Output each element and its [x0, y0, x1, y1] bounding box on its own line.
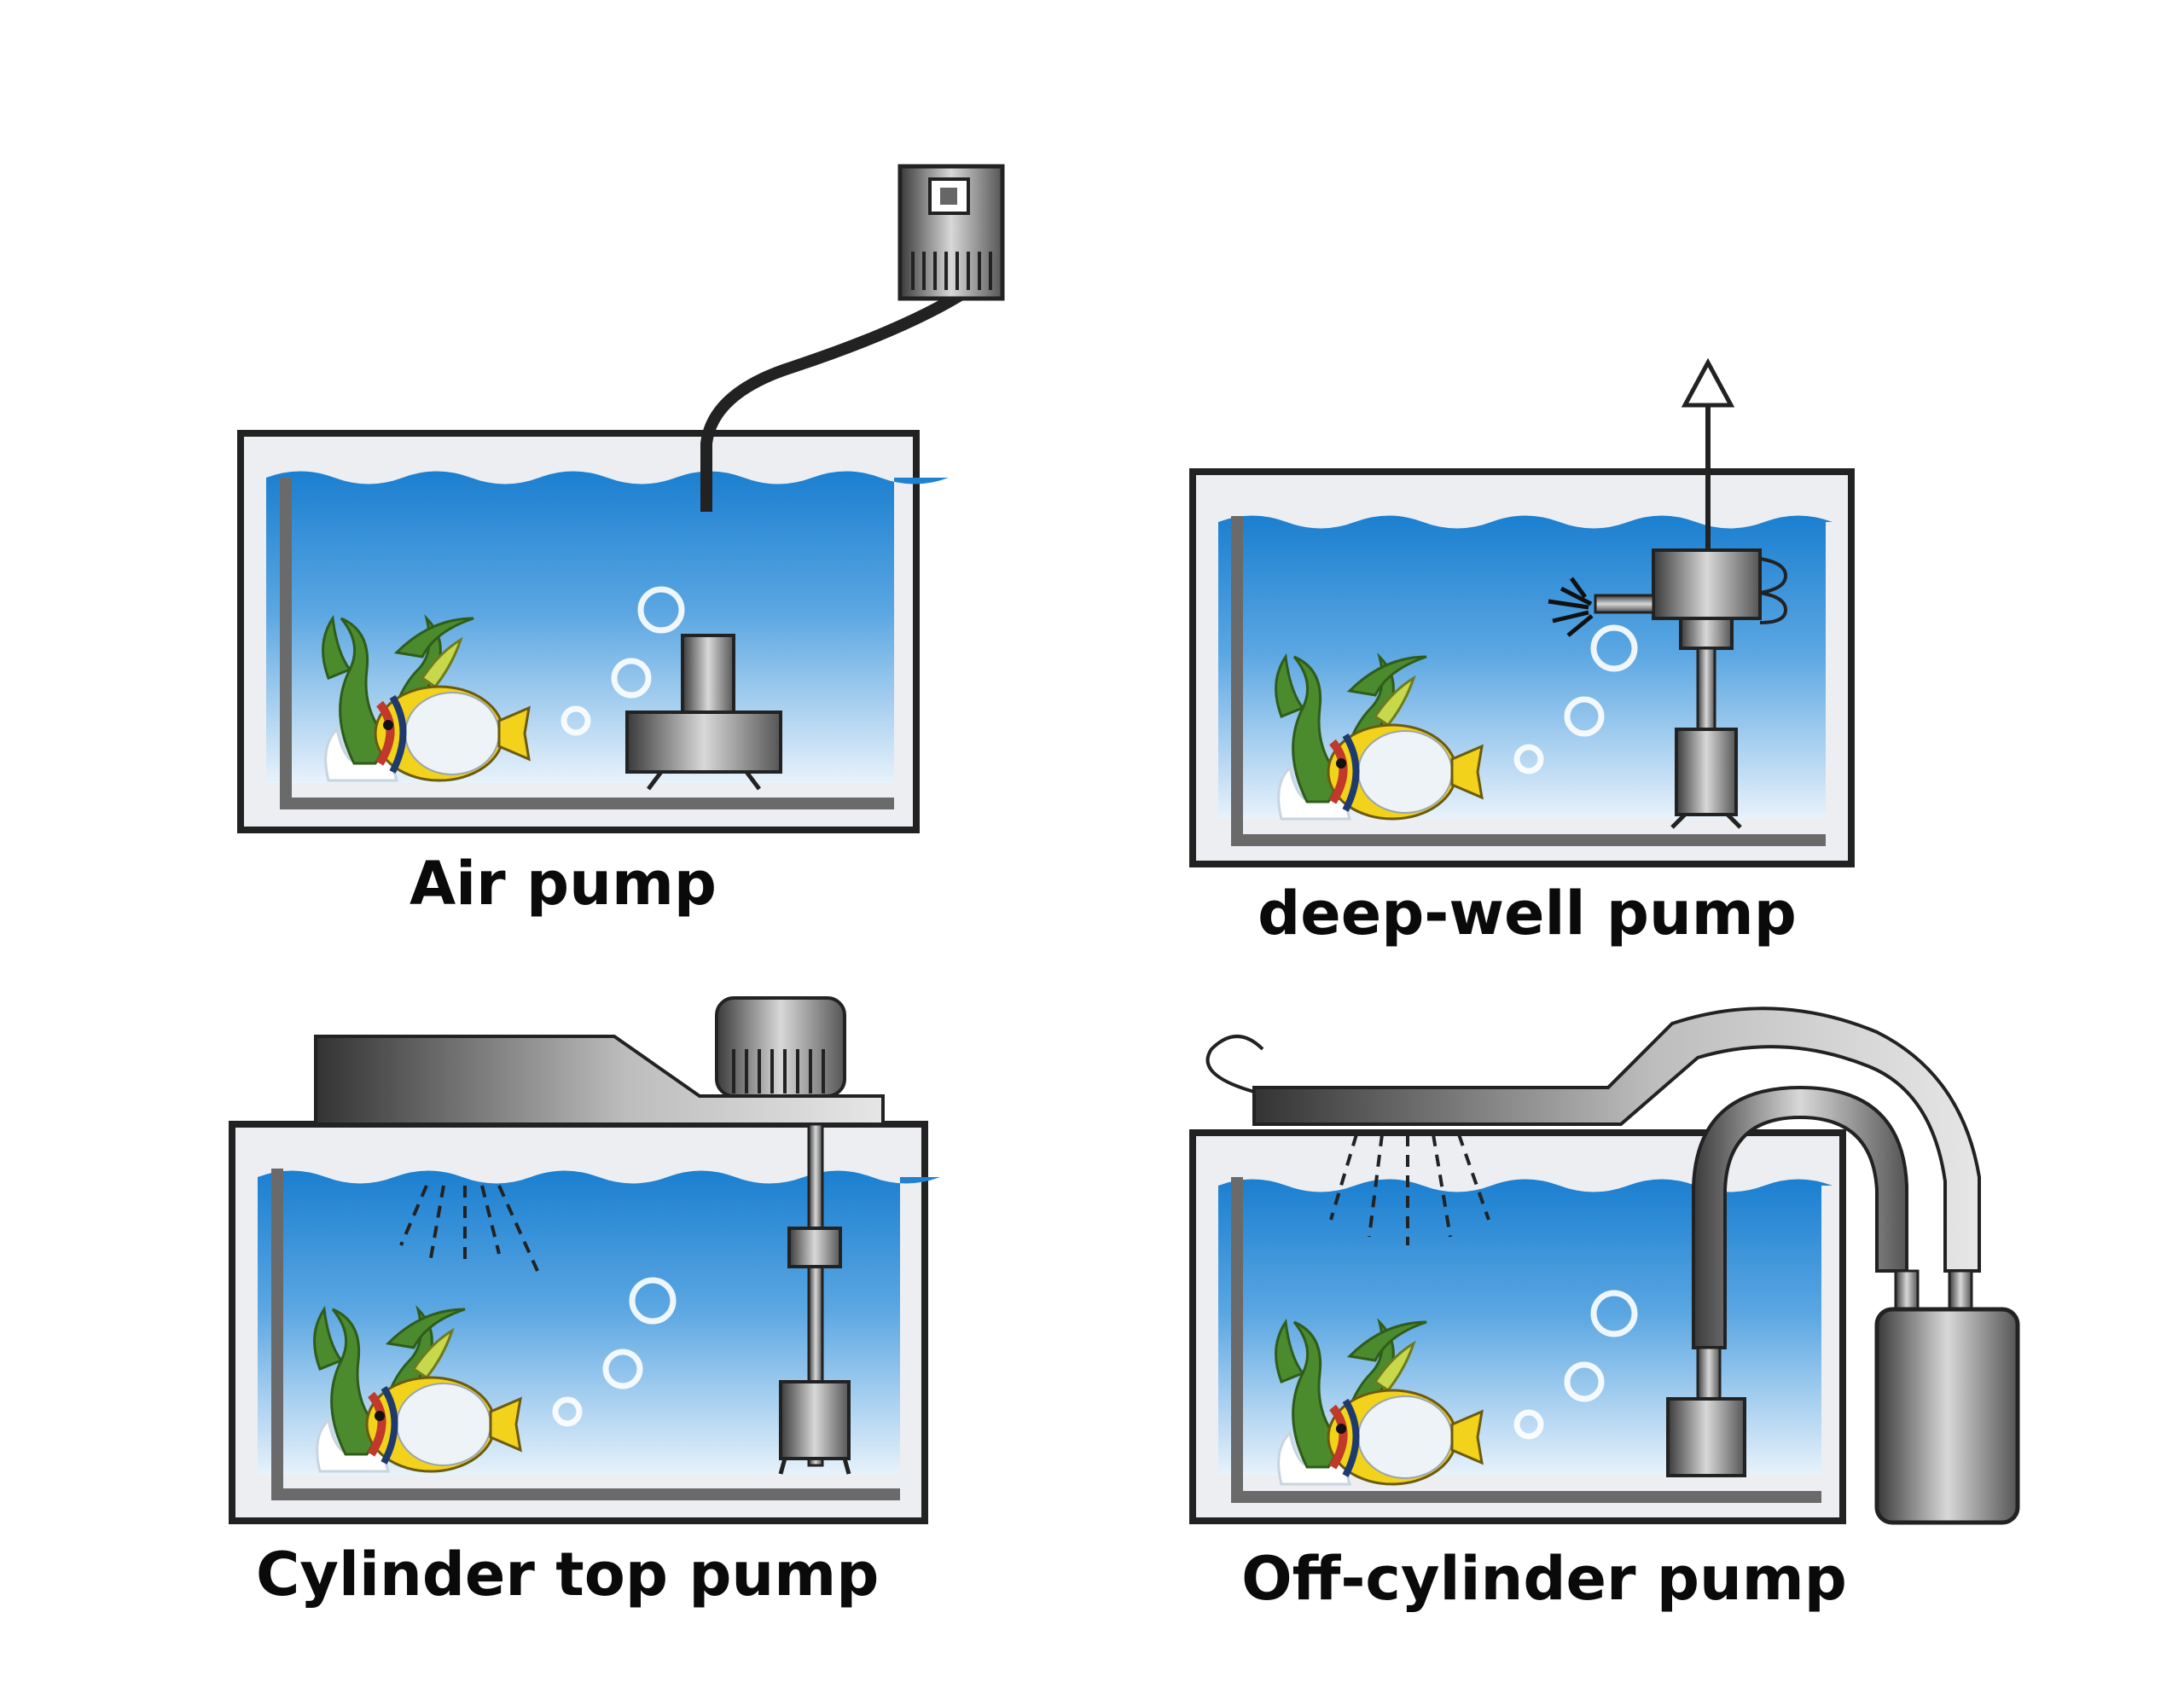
panel-deep-well-pump	[1189, 357, 1855, 867]
intake-strainer	[1666, 1397, 1746, 1477]
intake-pipe	[778, 1122, 851, 1475]
external-canister	[1874, 1269, 2020, 1525]
air-diffuser	[625, 634, 782, 791]
tank-inner-wall	[280, 478, 894, 809]
air-hose	[700, 276, 985, 512]
return-hose	[1252, 1006, 1981, 1273]
intake-stem	[1696, 1346, 1722, 1401]
caption-off-cylinder-pump: Off-cylinder pump	[1241, 1544, 1847, 1614]
caption-air-pump: Air pump	[409, 849, 717, 919]
panel-cylinder-top-pump	[229, 996, 940, 1524]
intake-hose	[1692, 1085, 1908, 1349]
caption-cylinder-top-pump: Cylinder top pump	[256, 1540, 880, 1610]
air-pump-unit	[897, 164, 1005, 301]
panel-off-cylinder-pump	[1189, 1006, 2020, 1525]
caption-deep-well-pump: deep-well pump	[1258, 879, 1797, 948]
top-pump-motor	[715, 996, 846, 1098]
panel-air-pump	[237, 164, 1005, 833]
cable	[1205, 1035, 1264, 1093]
spray-icon	[399, 1185, 539, 1272]
top-filter-box	[314, 1035, 885, 1126]
spray-icon	[1548, 577, 1594, 637]
arrow-up-icon	[1681, 357, 1735, 408]
tank-inner-wall	[1231, 1177, 1821, 1503]
tank-inner-wall	[271, 1169, 900, 1500]
tank-inner-wall	[1231, 516, 1826, 846]
spray-icon	[1329, 1134, 1490, 1245]
deep-well-pump-unit	[1548, 548, 1788, 829]
